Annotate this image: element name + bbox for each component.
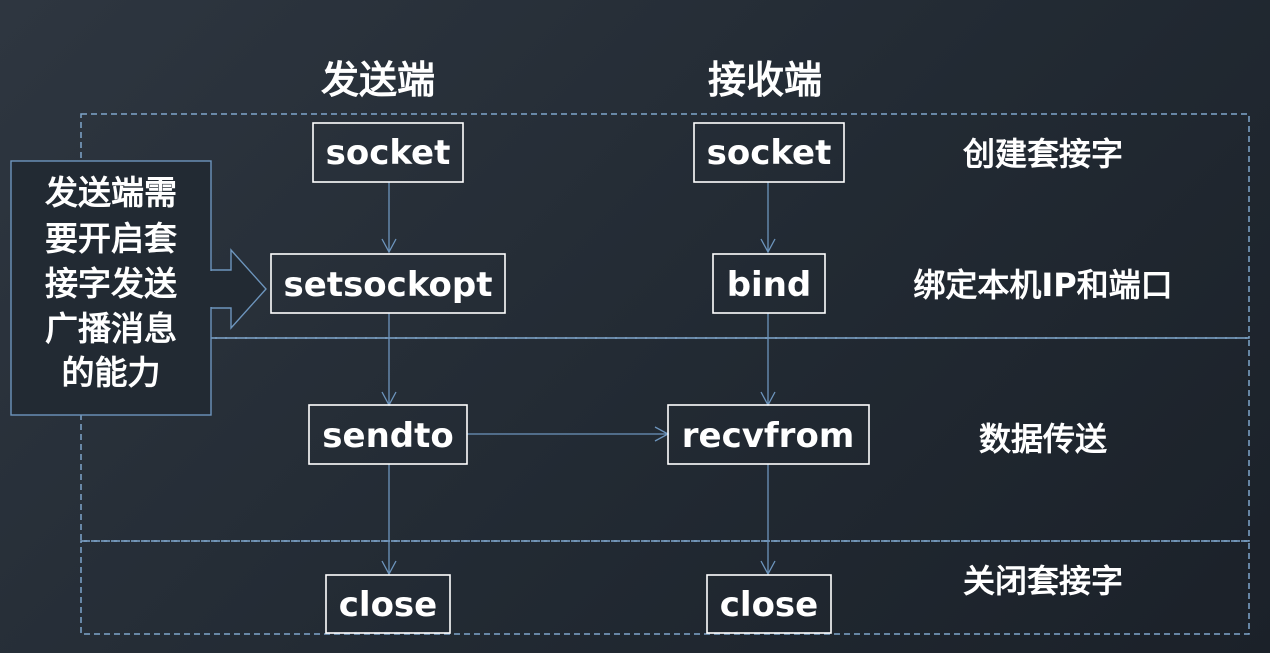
arrowhead-bind — [760, 238, 776, 254]
stage-label-close: 关闭套接字 — [963, 562, 1123, 600]
stage-label-bind: 绑定本机IP和端口 — [913, 266, 1172, 304]
receiver-socket-label: socket — [707, 133, 832, 173]
callout-note-box — [10, 160, 212, 416]
sender-socket-label: socket — [326, 133, 451, 173]
bind-label: bind — [727, 265, 812, 305]
arrowhead-receiver-close — [760, 560, 776, 576]
setsockopt-label: setsockopt — [284, 265, 493, 305]
setsockopt-box: setsockopt — [270, 253, 506, 314]
sendto-label: sendto — [322, 416, 453, 456]
callout-block-arrow — [210, 248, 267, 330]
arrowhead-setsockopt — [381, 238, 397, 254]
stage-label-transfer: 数据传送 — [979, 420, 1107, 458]
sender-flow-connectors — [381, 182, 397, 576]
sendto-box: sendto — [308, 404, 468, 465]
callout-line-4: 广播消息 — [45, 309, 177, 348]
callout-line-1: 发送端需 — [45, 173, 177, 212]
receiver-close-box: close — [706, 574, 832, 634]
callout-line-3: 接字发送 — [45, 264, 177, 303]
receiver-socket-box: socket — [693, 122, 845, 183]
stage-label-create: 创建套接字 — [962, 135, 1123, 173]
sender-close-box: close — [325, 574, 451, 634]
receiver-flow-connectors — [760, 182, 776, 576]
callout-line-2: 要开启套 — [45, 219, 177, 258]
bind-box: bind — [712, 253, 826, 314]
sender-column-header: 发送端 — [321, 58, 435, 102]
arrowhead-sender-close — [381, 560, 397, 576]
setsockopt-callout: 发送端需 要开启套 接字发送 广播消息 的能力 — [10, 160, 267, 416]
sender-close-label: close — [339, 585, 437, 625]
sender-socket-box: socket — [312, 122, 464, 183]
callout-line-5: 的能力 — [62, 353, 161, 392]
recvfrom-label: recvfrom — [682, 416, 855, 456]
receiver-column-header: 接收端 — [708, 58, 822, 102]
recvfrom-box: recvfrom — [667, 404, 870, 465]
stage-region-close — [80, 540, 1250, 635]
receiver-close-label: close — [720, 585, 818, 625]
